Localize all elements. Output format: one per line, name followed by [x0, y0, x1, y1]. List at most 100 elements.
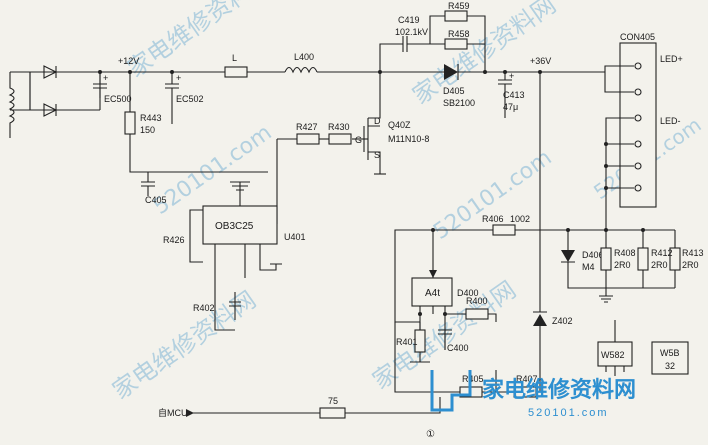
label-a4t: A4t: [425, 288, 440, 299]
resistor-r430: [328, 133, 352, 145]
svg-text:+: +: [509, 71, 514, 81]
label-led-minus: LED-: [660, 116, 681, 126]
resistor-r400: [465, 308, 489, 320]
diode-d406: [561, 250, 575, 262]
label-36v: +36V: [530, 56, 551, 66]
diode-symbol: [43, 103, 58, 117]
connector-con405: CON405 LED+ LED-: [604, 32, 683, 230]
label-sb2100: SB2100: [443, 98, 475, 108]
label-d406: D406: [582, 250, 604, 260]
label-c400: C400: [447, 343, 469, 353]
label-q40z: Q40Z: [388, 120, 411, 130]
con405-body: [619, 42, 657, 208]
watermark-text: 家电维修资料网: [107, 286, 261, 405]
label-r443-value: 150: [140, 125, 155, 135]
label-c419-value: 102.1kV: [395, 27, 428, 37]
label-r427: R427: [296, 122, 318, 132]
label-w5b-value: 32: [665, 361, 675, 371]
resistor-r427: [296, 133, 320, 145]
diode-symbol: [43, 65, 58, 79]
ic-ob3c25: [202, 205, 278, 245]
label-l400: L400: [294, 52, 314, 62]
label-mosfet: M11N10-8: [388, 134, 429, 144]
label-r430: R430: [328, 122, 350, 132]
logo-url: 520101.com: [528, 407, 609, 419]
marking-boxes: W582 W5B 32: [597, 320, 689, 376]
label-r443: R443: [140, 113, 162, 123]
label-r400: R400: [466, 296, 488, 306]
label-r402: R402: [193, 303, 215, 313]
resistor-r458: [444, 38, 468, 50]
controller-u401: OB3C25 U401 R426 R402: [163, 181, 306, 331]
label-ob3c25: OB3C25: [215, 221, 254, 232]
label-r412-value: 2R0: [651, 260, 668, 270]
filter-inductors: L L400: [224, 52, 408, 78]
label-12v: +12V: [118, 56, 139, 66]
inductor-l400: [284, 66, 318, 74]
label-u401: U401: [284, 232, 306, 242]
label-r75: 75: [328, 396, 338, 406]
label-w582: W582: [601, 350, 625, 360]
mosfet-q40z: Q40Z M11N10-8 D G S R427 R430: [276, 72, 429, 224]
logo-text: 家电维修资料网: [482, 377, 636, 403]
label-d400: D400: [457, 288, 479, 298]
label-ec502: EC502: [176, 94, 204, 104]
label-r406: R406: [482, 214, 504, 224]
label-r412: R412: [651, 248, 673, 258]
zener-symbol: [533, 314, 547, 326]
fuse-l: [224, 66, 248, 78]
svg-text:+: +: [176, 73, 181, 83]
diode-d405: [444, 64, 458, 80]
sense-section: R406 1002 D406 M4 R408 2R0 R412 2R0 R413…: [394, 214, 704, 303]
regulator-d400: A4t D400 R401 R400 C400: [394, 230, 497, 363]
site-logo: 家电维修资料网 520101.com: [430, 370, 636, 419]
label-g-pin: G: [355, 135, 362, 145]
resistor-r406: [492, 224, 516, 236]
ic-a4t: [411, 277, 453, 307]
label-r413: R413: [682, 248, 704, 258]
resistor-75: [319, 407, 346, 419]
label-r406-value: 1002: [510, 214, 530, 224]
svg-text:+: +: [103, 73, 108, 83]
label-d-pin: D: [374, 116, 381, 126]
label-c413: C413: [503, 90, 525, 100]
snubber-section: C419 102.1kV R459 R458 D405 SB2100 + C41…: [379, 1, 605, 118]
label-c413-value: 47μ: [503, 102, 518, 112]
package-w5b: [651, 341, 689, 375]
resistor-r407: [513, 386, 537, 398]
watermark-text: 家电维修资料网: [122, 0, 276, 83]
package-w582: [597, 341, 633, 367]
mcu-input: 自MCU 75 ①: [158, 396, 441, 440]
label-r407: R407: [516, 374, 538, 384]
label-con405: CON405: [620, 32, 655, 42]
label-z402: Z402: [552, 316, 573, 326]
label-c405: C405: [145, 195, 167, 205]
label-ec500: EC500: [104, 94, 132, 104]
label-r458: R458: [448, 29, 470, 39]
label-mcu: 自MCU: [158, 407, 188, 418]
input-coil-symbol: [8, 72, 15, 138]
watermark-url: 520101.com: [149, 120, 276, 220]
resistor-r459: [444, 10, 468, 22]
label-d405: D405: [443, 86, 465, 96]
resistor-r408: [600, 247, 612, 271]
zener-z402: Z402: [533, 72, 573, 392]
label-r401: R401: [396, 337, 418, 347]
resistor-r413: [669, 247, 681, 271]
label-led-plus: LED+: [660, 54, 683, 64]
input-section: + + +12V EC500 EC502 R443 150 C405: [8, 56, 268, 205]
label-r426: R426: [163, 235, 185, 245]
logo-mark-icon: [430, 370, 472, 412]
resistor-r412: [637, 247, 649, 271]
label-m4: M4: [582, 262, 595, 272]
label-r408-value: 2R0: [614, 260, 631, 270]
label-c419: C419: [398, 15, 420, 25]
label-r413-value: 2R0: [682, 260, 699, 270]
label-w5b: W5B: [660, 348, 680, 358]
label-l: L: [232, 53, 237, 63]
label-circle-1: ①: [426, 429, 435, 440]
label-s-pin: S: [374, 150, 380, 160]
label-r405: R405: [462, 374, 484, 384]
